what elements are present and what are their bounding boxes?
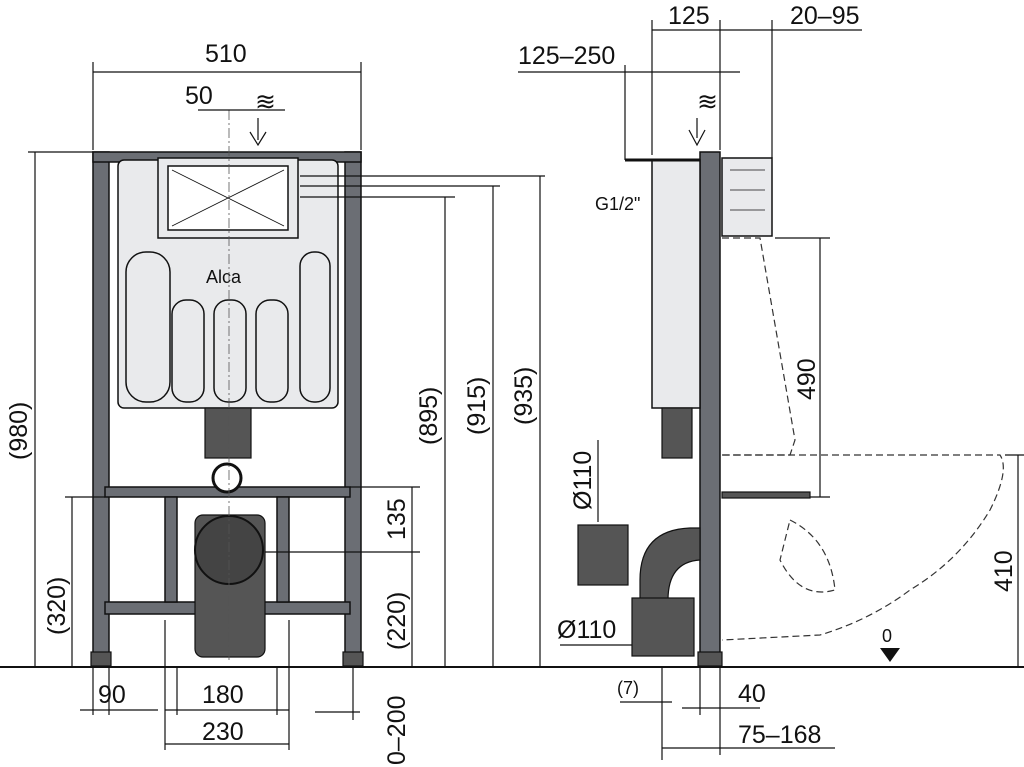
dim-offset-40: 40	[738, 680, 766, 708]
dim-depth-125-250: 125–250	[518, 42, 615, 70]
dim-height-935: (935)	[510, 367, 538, 425]
front-frame	[90, 151, 364, 667]
dim-height-320: (320)	[43, 577, 71, 635]
cistern-front	[117, 157, 339, 658]
side-dimension-lines	[518, 20, 1024, 760]
toilet-bowl-outline	[721, 237, 1004, 641]
dim-height-220: (220)	[383, 592, 411, 650]
dim-span-180: 180	[202, 681, 244, 709]
water-inlet-icon-side: ≋	[697, 88, 718, 116]
dim-foot-90: 90	[98, 681, 126, 709]
dim-height-490: 490	[793, 358, 821, 400]
front-dimension-lines	[28, 62, 545, 750]
dim-height-135: 135	[383, 498, 411, 540]
dim-height-895: (895)	[415, 387, 443, 445]
floor-zero-label: 0	[882, 626, 892, 646]
floor-level-marker-icon	[880, 648, 900, 662]
inlet-arrow-icon	[249, 118, 267, 147]
dim-inlet-50: 50	[185, 82, 213, 110]
dim-height-980: (980)	[5, 402, 33, 460]
dim-offset-75-168: 75–168	[738, 721, 821, 749]
dim-depth-20-95: 20–95	[790, 2, 860, 30]
inlet-arrow-icon-side	[688, 118, 706, 147]
dim-height-915: (915)	[463, 377, 491, 435]
dim-offset-7: (7)	[617, 678, 639, 698]
dim-adjust-0-200: 0–200	[383, 695, 411, 765]
dim-diameter-bottom: Ø110	[557, 616, 616, 644]
dim-diameter-top: Ø110	[569, 451, 597, 510]
dim-span-230: 230	[202, 718, 244, 746]
dim-depth-125: 125	[668, 2, 710, 30]
thread-label: G1/2"	[595, 194, 640, 214]
side-frame	[577, 151, 811, 667]
water-inlet-icon: ≋	[255, 88, 276, 116]
dim-width-510: 510	[205, 40, 247, 68]
brand-logo: Alca	[206, 267, 242, 287]
dim-height-410: 410	[990, 550, 1018, 592]
